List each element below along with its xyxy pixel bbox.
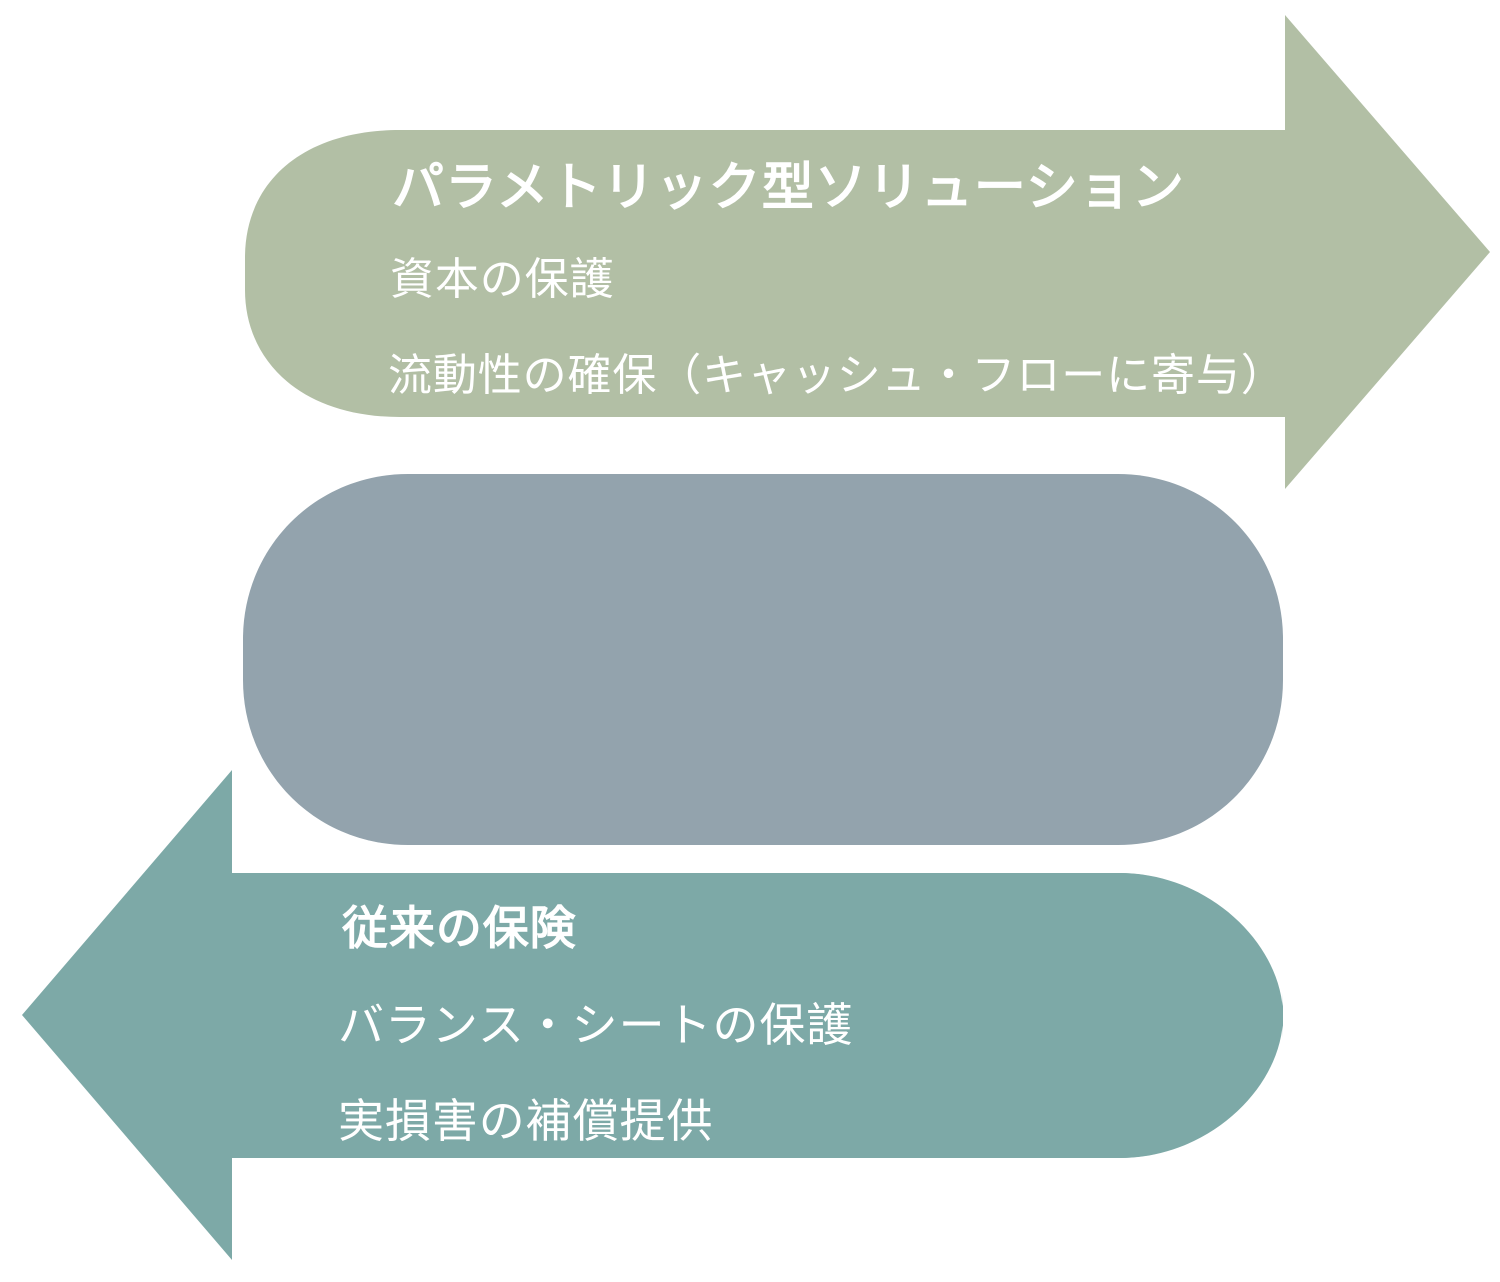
middle-connector-band-shape bbox=[243, 474, 1283, 845]
parametric-solution-arrow-shape bbox=[245, 15, 1490, 489]
traditional-insurance-arrow-body bbox=[232, 873, 1283, 1158]
connector-gap-wedge bbox=[243, 836, 1232, 868]
